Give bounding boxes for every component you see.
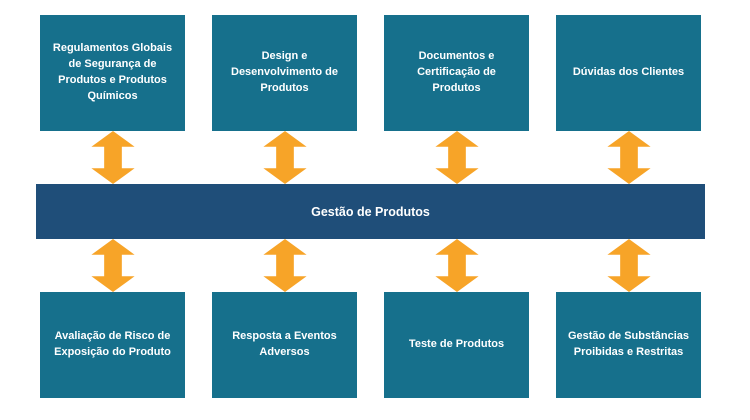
- box-label: Documentos e Certificação de Produtos: [417, 50, 496, 94]
- box-documentos-certificacao: Documentos e Certificação de Produtos: [384, 15, 529, 131]
- center-bar-gestao-produtos: Gestão de Produtos: [36, 184, 705, 239]
- double-arrow-icon: [384, 239, 529, 292]
- double-arrow-icon: [556, 239, 701, 292]
- box-teste-produtos: Teste de Produtos: [384, 292, 529, 398]
- box-label: Regulamentos Globais de Segurança de Pro…: [52, 42, 173, 102]
- double-arrow-icon: [556, 131, 701, 184]
- center-bar-label: Gestão de Produtos: [311, 204, 430, 219]
- box-regulamentos-globais: Regulamentos Globais de Segurança de Pro…: [40, 15, 185, 131]
- box-label: Teste de Produtos: [408, 338, 505, 351]
- box-label: Resposta a Eventos Adversos: [232, 330, 337, 358]
- box-avaliacao-risco: Avaliação de Risco de Exposição do Produ…: [40, 292, 185, 398]
- box-label: Avaliação de Risco de Exposição do Produ…: [54, 330, 171, 358]
- double-arrow-icon: [212, 239, 357, 292]
- double-arrow-icon: [212, 131, 357, 184]
- double-arrow-icon: [40, 239, 185, 292]
- double-arrow-icon: [40, 131, 185, 184]
- box-label: Design e Desenvolvimento de Produtos: [231, 50, 338, 94]
- box-resposta-eventos: Resposta a Eventos Adversos: [212, 292, 357, 398]
- box-gestao-substancias: Gestão de Substâncias Proibidas e Restri…: [556, 292, 701, 398]
- diagram-grid: Regulamentos Globais de Segurança de Pro…: [36, 15, 705, 398]
- double-arrow-icon: [384, 131, 529, 184]
- box-duvidas-clientes: Dúvidas dos Clientes: [556, 15, 701, 131]
- box-design-desenvolvimento: Design e Desenvolvimento de Produtos: [212, 15, 357, 131]
- box-label: Gestão de Substâncias Proibidas e Restri…: [567, 330, 690, 358]
- box-label: Dúvidas dos Clientes: [572, 66, 685, 79]
